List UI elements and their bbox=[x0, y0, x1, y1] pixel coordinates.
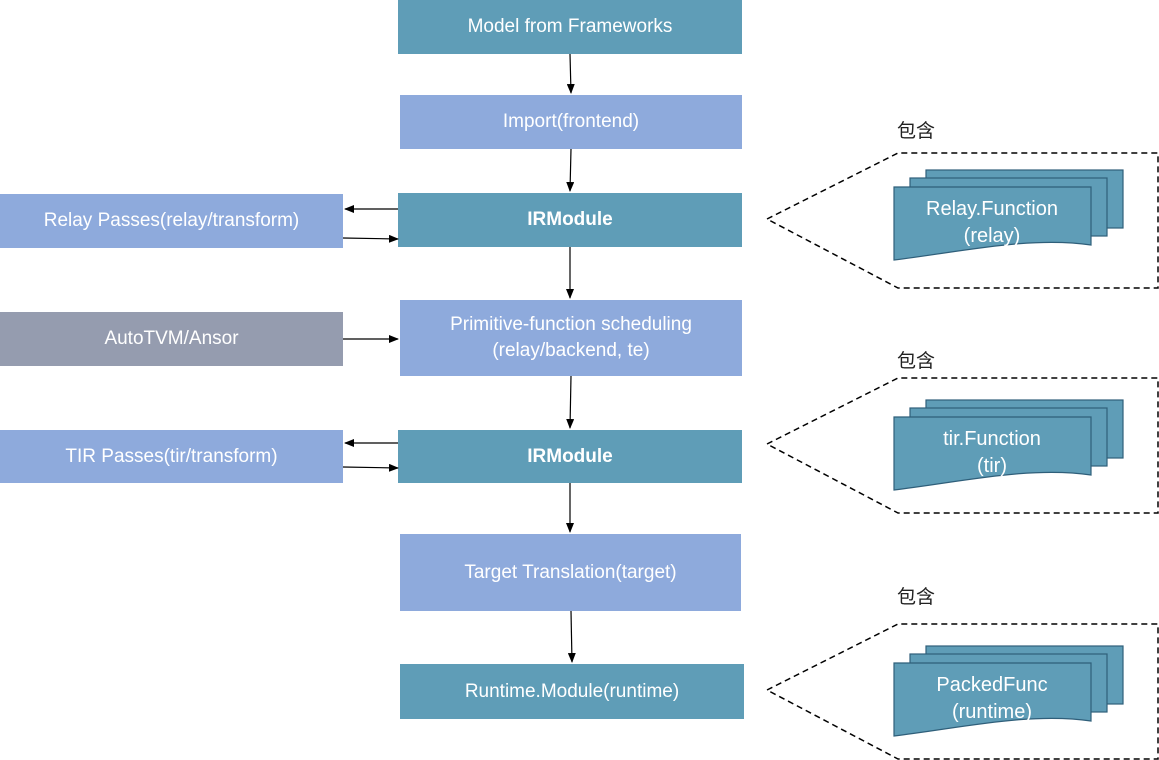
tir-function-text-line1: tir.Function bbox=[943, 428, 1041, 450]
contains-label-3: 包含 bbox=[897, 586, 936, 608]
tir-passes-box: TIR Passes(tir/transform) bbox=[0, 430, 343, 483]
runtime-module-label: Runtime.Module(runtime) bbox=[464, 680, 680, 702]
arrow-tir-passes-to-irmodule bbox=[342, 463, 399, 472]
scheduling-label-line1: Primitive-function scheduling bbox=[450, 314, 692, 335]
model-from-frameworks-label: Model from Frameworks bbox=[467, 16, 673, 37]
relay-passes-box: Relay Passes(relay/transform) bbox=[0, 194, 343, 248]
stacked-documents-icon-3: PackedFunc (runtime) bbox=[893, 645, 1124, 737]
tir-passes-label: TIR Passes(tir/transform) bbox=[65, 445, 278, 467]
callout-outline-3 bbox=[765, 623, 1159, 760]
packedfunc-text-line2: (runtime) bbox=[952, 701, 1032, 723]
target-translation-label: Target Translation(target) bbox=[464, 561, 677, 583]
model-from-frameworks-box: Model from Frameworks bbox=[398, 0, 742, 54]
target-translation-box: Target Translation(target) bbox=[400, 534, 741, 611]
callout-outline-1 bbox=[765, 152, 1159, 289]
contains-label-2: 包含 bbox=[897, 350, 936, 372]
tir-function-text-line2: (tir) bbox=[977, 455, 1007, 477]
arrow-import-to-irmodule bbox=[566, 148, 575, 192]
arrow-scheduling-to-irmodule bbox=[566, 375, 575, 429]
autotvm-ansor-label: AutoTVM/Ansor bbox=[104, 328, 239, 349]
import-frontend-label: Import(frontend) bbox=[502, 111, 640, 132]
packedfunc-text-line1: PackedFunc bbox=[936, 674, 1047, 696]
relay-function-text-line2: (relay) bbox=[964, 225, 1021, 247]
runtime-module-box: Runtime.Module(runtime) bbox=[400, 664, 744, 719]
relay-passes-label: Relay Passes(relay/transform) bbox=[43, 210, 300, 231]
arrow-relay-passes-to-irmodule bbox=[342, 234, 399, 243]
contains-label-1: 包含 bbox=[897, 120, 936, 142]
relay-function-text-line1: Relay.Function bbox=[926, 198, 1058, 220]
stacked-documents-icon-1: Relay.Function (relay) bbox=[893, 169, 1124, 261]
irmodule-box-2: IRModule bbox=[398, 430, 742, 483]
irmodule-label-1: IRModule bbox=[527, 209, 613, 230]
arrow-model-to-import bbox=[566, 53, 575, 94]
import-frontend-box: Import(frontend) bbox=[400, 95, 742, 149]
autotvm-ansor-box: AutoTVM/Ansor bbox=[0, 312, 343, 366]
irmodule-box-1: IRModule bbox=[398, 193, 742, 247]
callout-outline-2 bbox=[765, 377, 1159, 514]
primitive-function-scheduling-box: Primitive-function scheduling (relay/bac… bbox=[400, 300, 742, 376]
arrow-target-to-runtime bbox=[567, 610, 576, 663]
stacked-documents-icon-2: tir.Function (tir) bbox=[893, 399, 1124, 491]
irmodule-label-2: IRModule bbox=[527, 445, 613, 467]
scheduling-label-line2: (relay/backend, te) bbox=[492, 340, 650, 361]
